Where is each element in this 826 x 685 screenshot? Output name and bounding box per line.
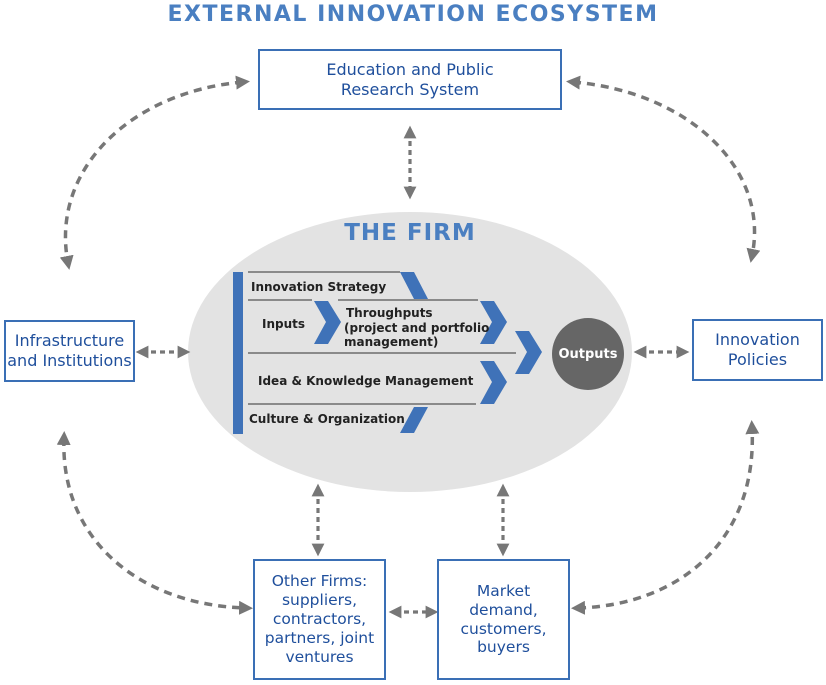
arrow-education-policies xyxy=(566,75,761,263)
chevron-innovation-strategy xyxy=(400,272,428,299)
market-box: Market demand, customers, buyers xyxy=(437,559,570,680)
arrow-infrastructure-otherfirms xyxy=(56,431,253,615)
diagram-title: EXTERNAL INNOVATION ECOSYSTEM xyxy=(167,2,659,27)
chevron-inputs xyxy=(314,301,341,344)
other-firms-box: Other Firms: suppliers, contractors, par… xyxy=(253,559,386,680)
other-firms-label: Other Firms: suppliers, contractors, par… xyxy=(264,572,375,666)
firm-divider-lines xyxy=(248,271,516,405)
firm-left-bar xyxy=(233,272,243,434)
chevron-throughputs xyxy=(480,301,507,344)
throughputs-sub-label: (project and portfolio management) xyxy=(344,321,490,350)
infrastructure-box: Infrastructure and Institutions xyxy=(4,320,135,382)
inputs-label: Inputs xyxy=(262,317,306,331)
policies-label: Innovation Policies xyxy=(715,330,800,369)
throughputs-label: Throughputs xyxy=(346,306,433,320)
education-box: Education and Public Research System xyxy=(258,49,562,110)
firm-title: THE FIRM xyxy=(344,220,476,246)
policies-box: Innovation Policies xyxy=(692,319,823,381)
chevron-main xyxy=(515,331,542,374)
chevron-idea-knowledge xyxy=(480,361,507,404)
outputs-circle: Outputs xyxy=(552,318,624,390)
idea-knowledge-label: Idea & Knowledge Management xyxy=(258,374,474,388)
outputs-label: Outputs xyxy=(558,346,618,362)
innovation-strategy-label: Innovation Strategy xyxy=(251,280,387,294)
market-label: Market demand, customers, buyers xyxy=(460,581,547,657)
culture-label: Culture & Organization xyxy=(249,412,405,426)
arrow-education-infrastructure xyxy=(59,75,250,270)
arrow-market-policies xyxy=(571,420,760,615)
firm-ellipse xyxy=(188,212,632,492)
education-label: Education and Public Research System xyxy=(326,59,494,99)
infrastructure-label: Infrastructure and Institutions xyxy=(7,331,132,370)
chevron-culture xyxy=(400,407,428,433)
